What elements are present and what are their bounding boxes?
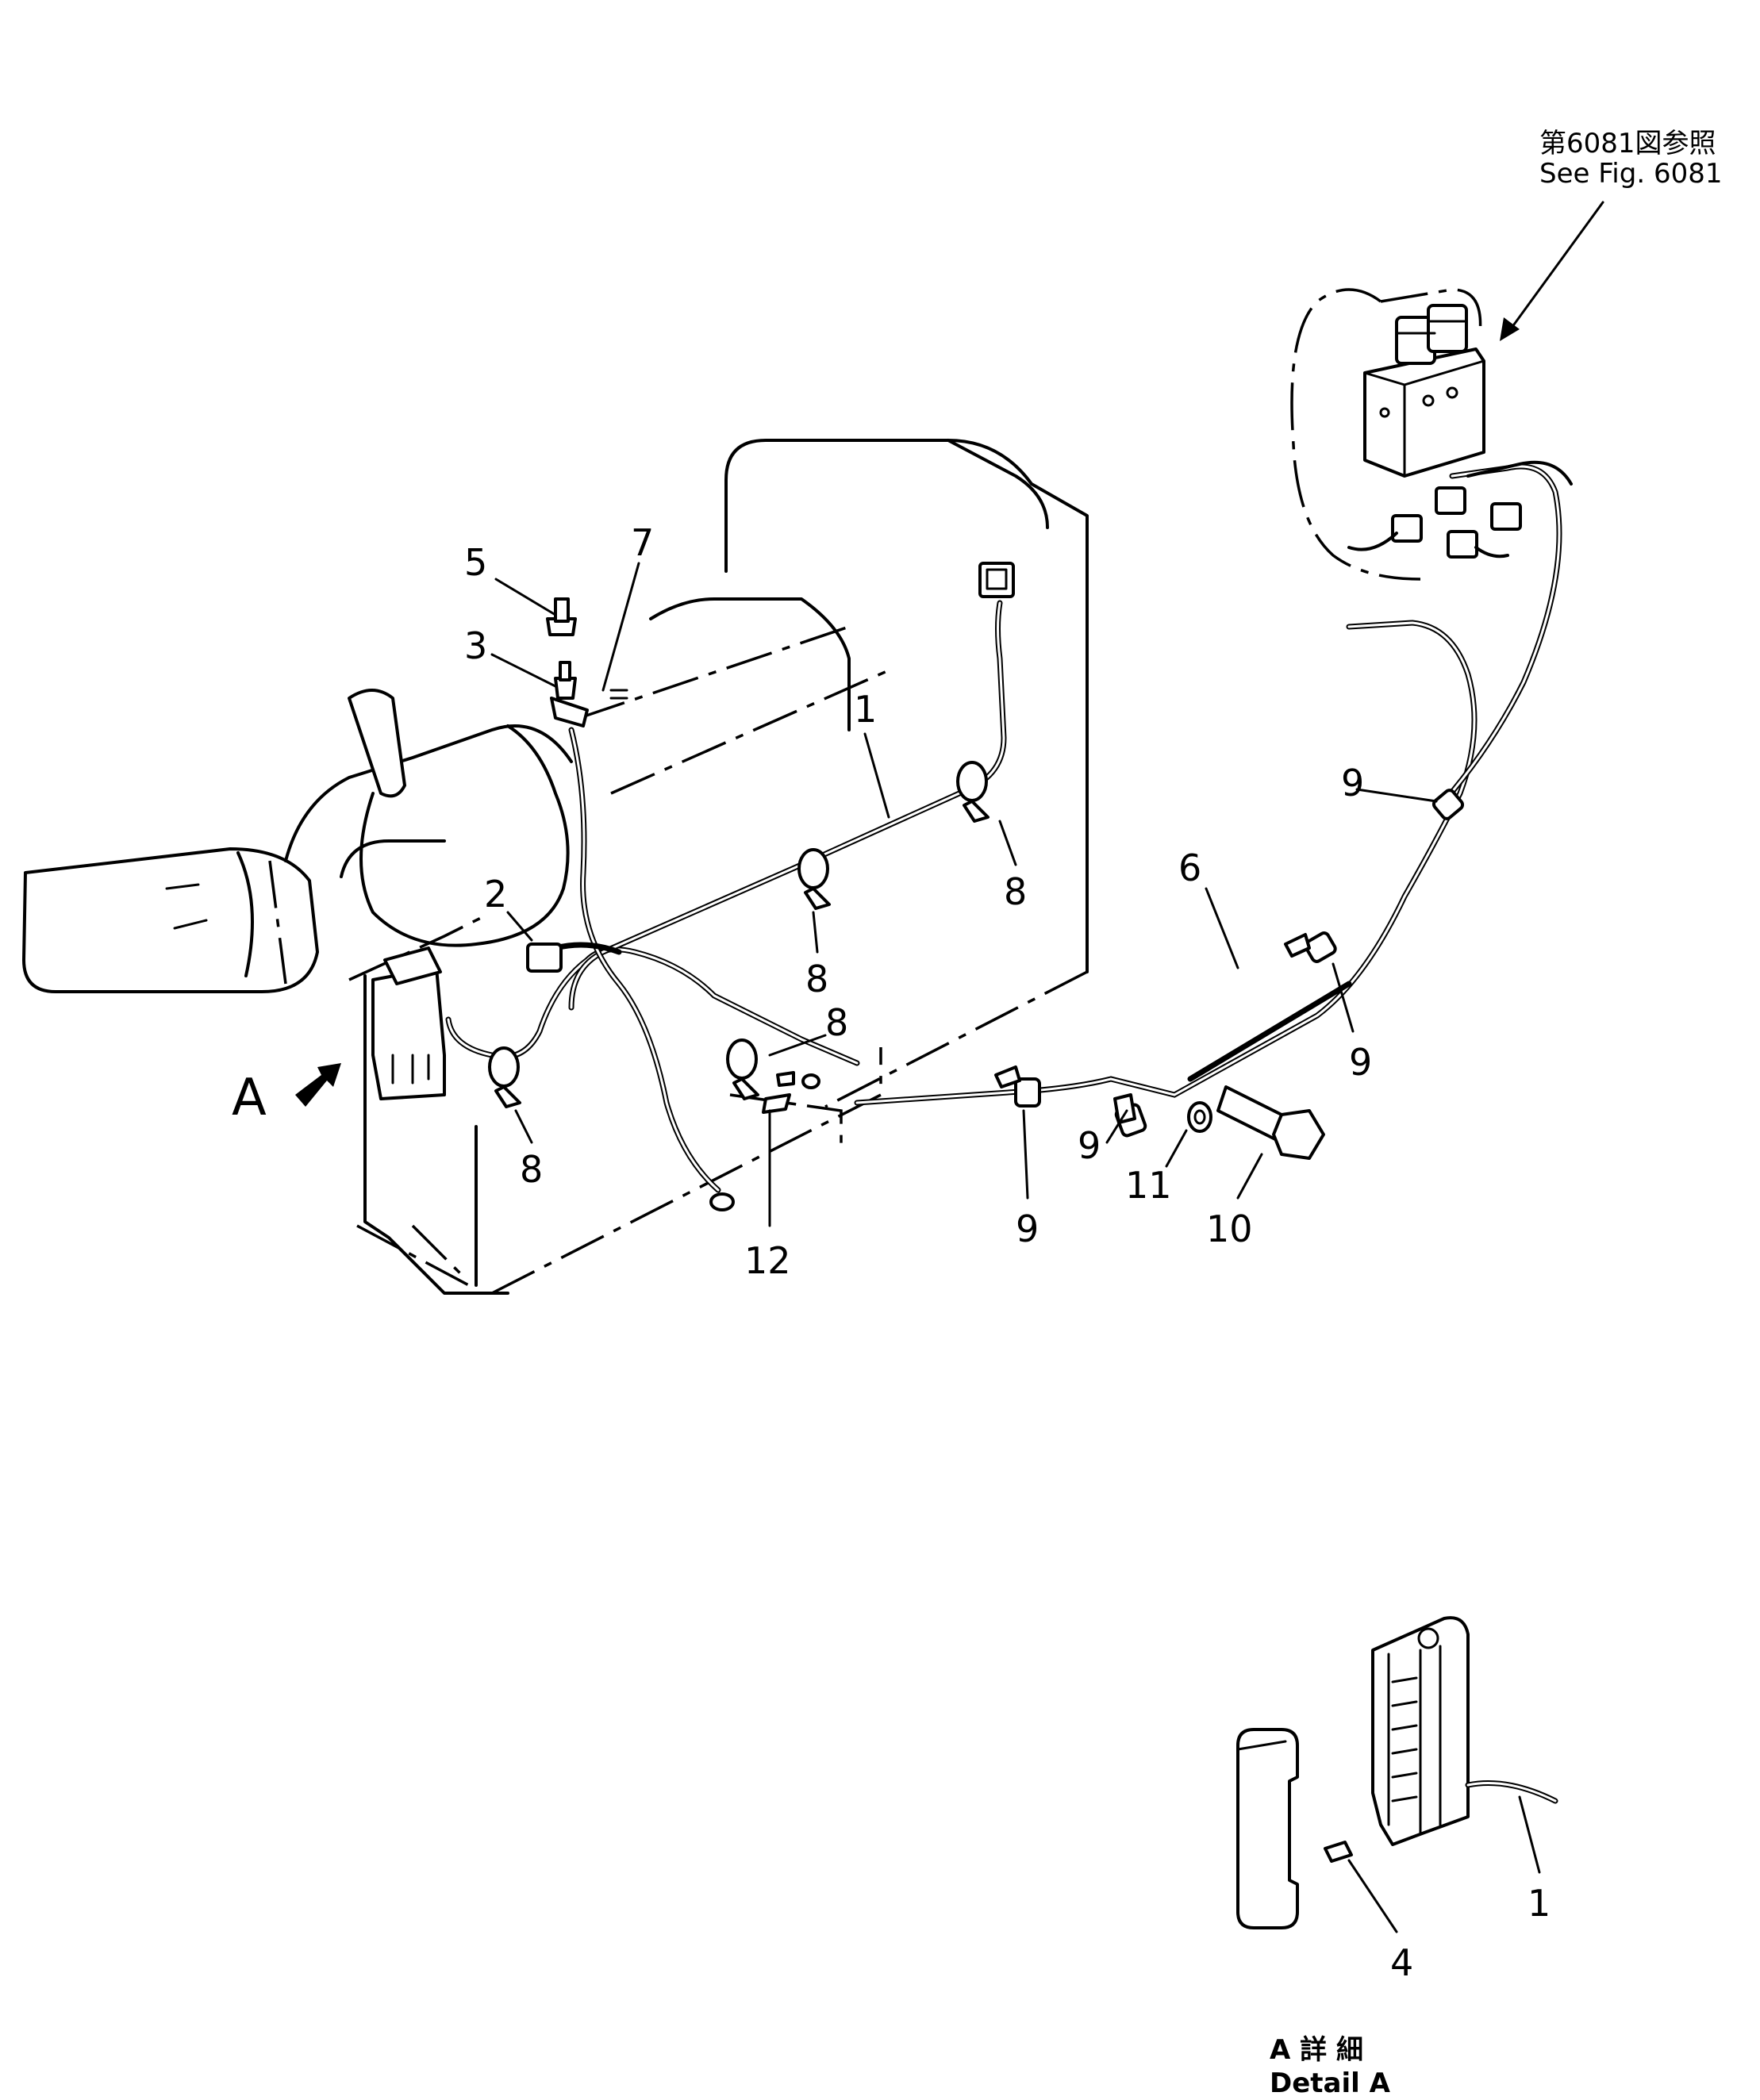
valve-connector-a — [1391, 514, 1423, 543]
view-a-label: A — [232, 1069, 267, 1127]
ground-terminal — [709, 1192, 735, 1211]
callout-numbers: 1 2 3 5 7 6 8 8 8 8 9 9 9 9 10 11 12 1 4 — [464, 521, 1551, 1984]
callout-3: 3 — [464, 624, 487, 667]
valve-connector-d — [1490, 502, 1522, 531]
fuse-4 — [1324, 1841, 1353, 1863]
detail-caption: A 詳 細 Detail A — [1270, 2034, 1391, 2099]
callout-1: 1 — [854, 688, 877, 731]
parts-12 — [762, 1071, 820, 1114]
clamps-8 — [488, 761, 990, 1108]
leader-lines — [490, 562, 1541, 1933]
washer-11 — [1187, 1101, 1212, 1133]
detail-a — [1236, 1616, 1558, 1929]
switch-parts — [546, 597, 628, 728]
detail-caption-en: Detail A — [1270, 2067, 1391, 2099]
connector-2 — [526, 943, 563, 973]
reference-en: See Fig. 6081 — [1539, 158, 1722, 190]
callout-9b: 9 — [1349, 1041, 1372, 1084]
callout-5: 5 — [464, 541, 487, 584]
callout-9d: 9 — [1016, 1207, 1039, 1250]
reference-jp: 第6081図参照 — [1539, 128, 1716, 159]
console-body — [22, 439, 1089, 1295]
callout-1-detail: 1 — [1528, 1882, 1551, 1925]
detail-caption-jp: A 詳 細 — [1270, 2034, 1363, 2066]
callout-8b: 8 — [805, 958, 828, 1000]
callout-4: 4 — [1390, 1941, 1413, 1984]
solenoid-valve-assembly — [1290, 201, 1604, 581]
callout-12: 12 — [744, 1239, 791, 1282]
callout-8d: 8 — [520, 1148, 543, 1191]
callout-8c: 8 — [825, 1001, 848, 1044]
callout-8a: 8 — [1004, 870, 1027, 913]
callout-9c: 9 — [1078, 1124, 1101, 1167]
callout-11: 11 — [1125, 1164, 1172, 1207]
wire-harness-1 — [445, 562, 1015, 1211]
connector-top — [978, 562, 1015, 598]
fuse-box-front — [371, 946, 446, 1100]
figure-reference: 第6081図参照 See Fig. 6081 — [1539, 128, 1722, 190]
callout-9a: 9 — [1341, 762, 1364, 804]
fuse-box-cover — [1236, 1728, 1299, 1929]
valve-connector-b — [1435, 486, 1466, 515]
view-a-marker: A — [232, 1063, 341, 1127]
view-arrow-icon — [295, 1063, 341, 1107]
bolt-and-washer — [1187, 1085, 1325, 1160]
callout-10: 10 — [1206, 1207, 1253, 1250]
callout-6: 6 — [1178, 847, 1201, 889]
callout-2: 2 — [484, 873, 507, 916]
valve-connector-c — [1447, 530, 1478, 559]
wire-harness-6 — [854, 463, 1562, 1138]
callout-7: 7 — [631, 521, 654, 564]
